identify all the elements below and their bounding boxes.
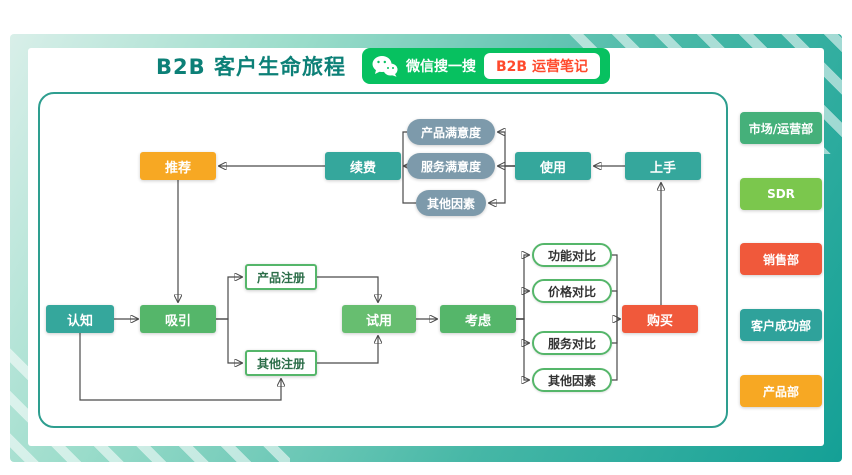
node-attract: 吸引 [140, 305, 216, 333]
node-product-register: 产品注册 [245, 264, 317, 290]
pill-compare-other: 其他因素 [532, 368, 612, 392]
header: B2B 客户生命旅程 微信搜一搜 B2B 运营笔记 [38, 48, 728, 84]
node-other-register: 其他注册 [245, 350, 317, 376]
dept-sdr: SDR [740, 178, 822, 210]
node-renewal: 续费 [325, 152, 401, 180]
dept-customer-success: 客户成功部 [740, 309, 822, 341]
node-onboard: 上手 [625, 152, 701, 180]
node-usage: 使用 [515, 152, 591, 180]
wechat-badge: 微信搜一搜 B2B 运营笔记 [361, 48, 610, 84]
pill-compare-feature: 功能对比 [532, 243, 612, 267]
dept-sales: 销售部 [740, 243, 822, 275]
node-purchase: 购买 [622, 305, 698, 333]
pill-satisfaction-other: 其他因素 [416, 190, 486, 216]
node-referral: 推荐 [140, 152, 216, 180]
wechat-account-name: B2B 运营笔记 [483, 53, 600, 79]
pill-satisfaction-service: 服务满意度 [407, 153, 495, 179]
page-title: B2B 客户生命旅程 [156, 55, 346, 79]
pill-compare-price: 价格对比 [532, 279, 612, 303]
wechat-icon [372, 56, 398, 77]
pill-satisfaction-product: 产品满意度 [407, 119, 495, 145]
dept-product: 产品部 [740, 375, 822, 407]
node-awareness: 认知 [46, 305, 114, 333]
flow-canvas [38, 92, 728, 428]
node-consider: 考虑 [440, 305, 516, 333]
pill-compare-service: 服务对比 [532, 331, 612, 355]
dept-marketing-ops: 市场/运营部 [740, 112, 822, 144]
node-trial: 试用 [342, 305, 416, 333]
wechat-search-label: 微信搜一搜 [405, 59, 476, 75]
